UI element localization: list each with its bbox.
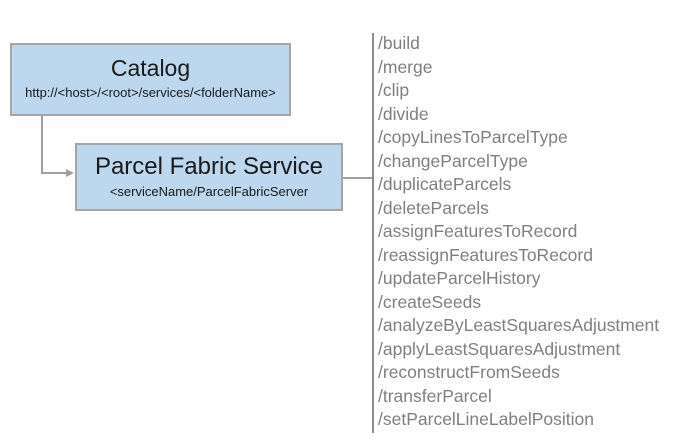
endpoint-item: /build [378, 33, 420, 53]
service-title: Parcel Fabric Service [94, 153, 324, 180]
arrowhead-icon [66, 169, 74, 177]
endpoint-item: /merge [378, 56, 433, 77]
endpoints-separator-line [372, 33, 374, 433]
endpoint-item: /transferParcel [378, 385, 492, 406]
endpoint-item: /clip [378, 80, 410, 100]
endpoint-item: /applyLeastSquaresAdjustment [378, 338, 621, 359]
endpoint-item: /reconstructFromSeeds [378, 362, 560, 382]
catalog-url: http://<host>/<root>/services/<folderNam… [25, 85, 276, 100]
endpoint-item: /deleteParcels [378, 197, 489, 218]
service-url: <serviceName/ParcelFabricServer [109, 184, 309, 199]
endpoint-item: /analyzeByLeastSquaresAdjustment [378, 315, 660, 335]
catalog-node: Catalog http://<host>/<root>/services/<f… [10, 43, 291, 116]
catalog-to-service-connector-horizontal [41, 172, 67, 174]
endpoint-item: /updateParcelHistory [378, 268, 541, 288]
endpoints-list: /build/merge/clip/divide/copyLinesToParc… [378, 32, 690, 432]
catalog-to-service-connector-vertical [41, 116, 43, 174]
endpoint-item: /divide [378, 103, 429, 124]
endpoint-item: /createSeeds [378, 291, 482, 312]
catalog-title: Catalog [110, 55, 191, 81]
endpoint-item: /duplicateParcels [378, 174, 512, 194]
endpoint-item: /assignFeaturesToRecord [378, 221, 578, 241]
endpoint-item: /copyLinesToParcelType [378, 127, 568, 147]
endpoint-item: /reassignFeaturesToRecord [378, 244, 593, 265]
endpoint-item: /setParcelLineLabelPosition [378, 409, 594, 429]
endpoint-item: /changeParcelType [378, 150, 528, 171]
parcel-fabric-service-node: Parcel Fabric Service <serviceName/Parce… [75, 143, 343, 211]
service-to-endpoints-connector [343, 177, 372, 179]
